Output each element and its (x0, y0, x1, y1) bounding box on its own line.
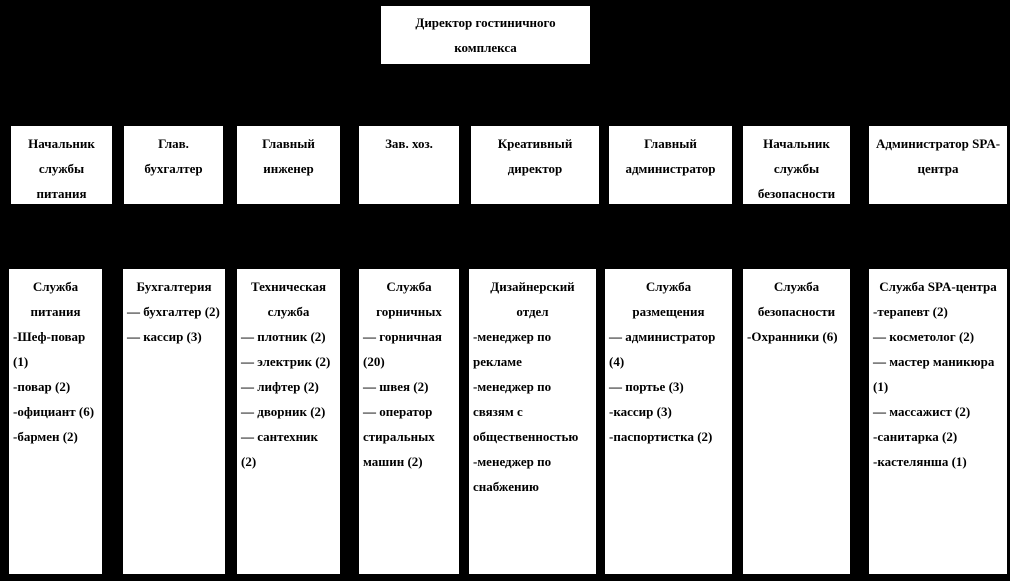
dept-item: — бухгалтер (2) (127, 304, 220, 319)
dept-box-food-service: Служба питания -Шеф-повар (1) -повар (2)… (8, 268, 103, 575)
dept-item: -терапевт (2) (873, 304, 948, 319)
dept-item: -менеджер по рекламе (473, 329, 552, 369)
dept-item: -менеджер по снабжению (473, 454, 552, 494)
dept-item: -санитарка (2) (873, 429, 958, 444)
dept-title: Служба питания (30, 279, 81, 319)
dept-item: -Шеф-повар (1) (13, 329, 86, 369)
manager-label: Главный инженер (262, 136, 315, 176)
dept-item: — портье (3) (609, 379, 684, 394)
dept-item: -менеджер по связям с общественностью (473, 379, 579, 444)
dept-title: Дизайнерский отдел (490, 279, 575, 319)
dept-item: -Охранники (6) (747, 329, 838, 344)
manager-label: Начальник службы безопасности (757, 136, 836, 201)
dept-title: Служба размещения (632, 279, 705, 319)
manager-box-creative-director: Креативный директор (470, 125, 600, 205)
director-box: Директор гостиничного комплекса (380, 5, 591, 65)
dept-item: — плотник (2) (241, 329, 326, 344)
manager-label: Глав. бухгалтер (144, 136, 203, 176)
dept-box-security: Служба безопасности -Охранники (6) (742, 268, 851, 575)
manager-box-chief-engineer: Главный инженер (236, 125, 341, 205)
dept-box-technical-service: Техническая служба — плотник (2) — элект… (236, 268, 341, 575)
dept-title: Служба безопасности (757, 279, 836, 319)
manager-box-spa-administrator: Администратор SPA-центра (868, 125, 1008, 205)
dept-item: — электрик (2) (241, 354, 331, 369)
manager-label: Начальник службы питания (28, 136, 95, 201)
dept-item: -кассир (3) (609, 404, 672, 419)
dept-item: -паспортистка (2) (609, 429, 713, 444)
dept-item: — массажист (2) (873, 404, 971, 419)
manager-label: Администратор SPA-центра (875, 136, 1001, 176)
dept-item: — горничная (20) (363, 329, 442, 369)
manager-label: Главный администратор (625, 136, 716, 176)
manager-box-household-manager: Зав. хоз. (358, 125, 460, 205)
dept-item: — мастер маникюра (1) (873, 354, 995, 394)
director-title: Директор гостиничного комплекса (415, 15, 556, 55)
dept-item: — администратор (4) (609, 329, 716, 369)
dept-item: -бармен (2) (13, 429, 78, 444)
dept-item: -официант (6) (13, 404, 95, 419)
dept-item: — сантехник (2) (241, 429, 319, 469)
dept-title: Служба SPA-центра (879, 279, 997, 294)
dept-item: -кастелянша (1) (873, 454, 967, 469)
dept-item: -повар (2) (13, 379, 71, 394)
dept-item: — оператор стиральных машин (2) (363, 404, 435, 469)
manager-box-chief-accountant: Глав. бухгалтер (123, 125, 224, 205)
dept-box-accounting: Бухгалтерия — бухгалтер (2) — кассир (3) (122, 268, 226, 575)
manager-box-chief-administrator: Главный администратор (608, 125, 733, 205)
dept-item: — косметолог (2) (873, 329, 975, 344)
manager-box-food-service: Начальник службы питания (10, 125, 113, 205)
dept-title: Техническая служба (250, 279, 327, 319)
dept-item: — лифтер (2) (241, 379, 319, 394)
dept-title: Бухгалтерия (136, 279, 212, 294)
dept-box-accommodation: Служба размещения — администратор (4) — … (604, 268, 733, 575)
dept-title: Служба горничных (376, 279, 442, 319)
manager-label: Креативный директор (497, 136, 573, 176)
dept-box-housekeeping: Служба горничных — горничная (20) — швея… (358, 268, 460, 575)
manager-label: Зав. хоз. (385, 136, 433, 151)
dept-box-design-department: Дизайнерский отдел -менеджер по рекламе … (468, 268, 597, 575)
dept-item: — дворник (2) (241, 404, 326, 419)
manager-box-security-chief: Начальник службы безопасности (742, 125, 851, 205)
dept-box-spa: Служба SPA-центра -терапевт (2) — космет… (868, 268, 1008, 575)
dept-item: — швея (2) (363, 379, 429, 394)
dept-item: — кассир (3) (127, 329, 202, 344)
